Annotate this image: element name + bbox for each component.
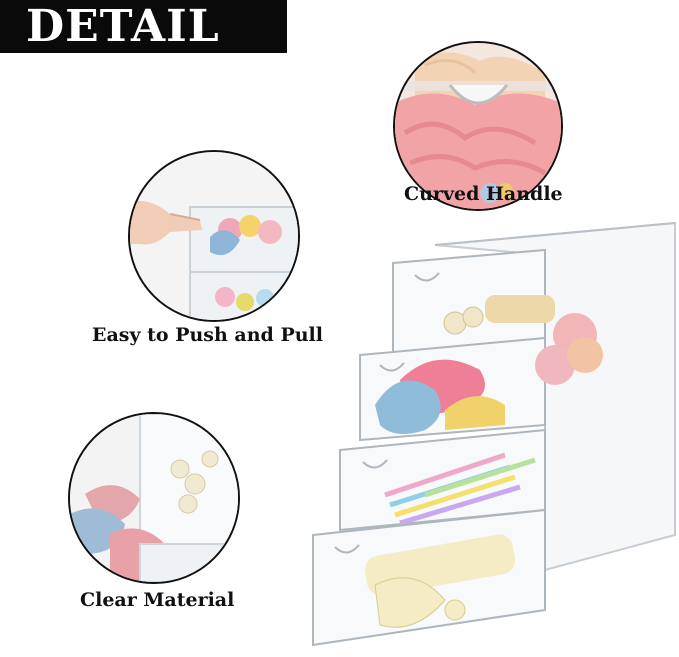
drawer-4: [312, 508, 546, 647]
clear-drawer-icon: [70, 414, 238, 582]
banner-title: DETAIL: [26, 1, 220, 52]
hand-pulling-drawer-icon: [130, 152, 298, 320]
clear-material-caption: Clear Material: [80, 589, 235, 611]
drawer-2: [359, 336, 603, 442]
detail-banner: DETAIL: [0, 0, 287, 53]
drawer-organizer-image: [305, 205, 679, 657]
push-pull-caption: Easy to Push and Pull: [92, 324, 323, 346]
clear-material-closeup-image: [68, 412, 240, 584]
acrylic-drawer-organizer-icon: [312, 221, 676, 647]
push-pull-closeup-image: [128, 150, 300, 322]
scrunchie-handle-icon: [395, 43, 561, 209]
curved-handle-closeup-image: [393, 41, 563, 211]
drawer-3: [339, 428, 546, 532]
drawer-1: [392, 248, 597, 357]
curved-handle-caption: Curved Handle: [404, 183, 563, 205]
